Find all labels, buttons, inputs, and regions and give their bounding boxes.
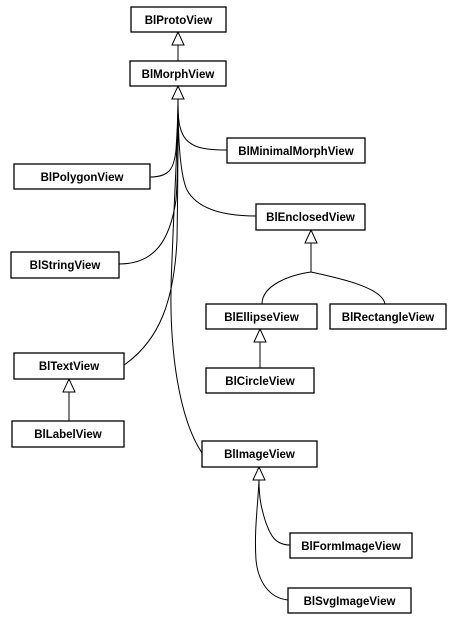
node-bl-circle-view[interactable]: BlCircleView [205,367,315,394]
node-label: BlMinimalMorphView [238,146,353,158]
edge-polygon-to-morph [149,97,179,178]
node-label: BlPolygonView [41,172,124,184]
edge-image-to-morph [170,97,203,454]
edge-svg-image-to-image [254,479,289,601]
node-label: BlCircleView [225,376,295,388]
node-bl-enclosed-view[interactable]: BlEnclosedView [255,203,366,231]
node-bl-ellipse-view[interactable]: BlEllipseView [205,303,318,330]
node-label: BlEllipseView [224,312,299,324]
node-bl-rectangle-view[interactable]: BlRectangleView [329,303,447,330]
node-label: BlImageView [224,449,295,461]
generalization-arrow-icon [171,84,185,100]
edge-minimal-morph-to-morph [177,97,228,151]
node-label: BlEnclosedView [266,212,355,224]
node-bl-minimal-morph-view[interactable]: BlMinimalMorphView [226,137,366,164]
node-label: BlRectangleView [342,312,435,324]
node-label: BlFormImageView [301,541,401,553]
node-bl-form-image-view[interactable]: BlFormImageView [289,532,413,559]
node-bl-label-view[interactable]: BlLabelView [11,420,125,448]
node-bl-string-view[interactable]: BlStringView [10,251,120,279]
node-label: BlSvgImageView [304,596,396,608]
arrowheads [62,30,318,481]
generalization-arrow-icon [62,377,76,393]
node-label: BlStringView [30,260,101,272]
generalization-arrow-icon [171,30,185,46]
node-label: BlProtoView [145,15,213,27]
node-bl-polygon-view[interactable]: BlPolygonView [13,163,151,190]
edge-form-image-to-image [258,479,291,546]
node-label: BlLabelView [34,429,102,441]
edges [68,45,386,601]
node-bl-svg-image-view[interactable]: BlSvgImageView [287,587,412,614]
node-bl-image-view[interactable]: BlImageView [201,440,318,468]
node-bl-proto-view[interactable]: BlProtoView [130,6,227,33]
generalization-arrow-icon [252,465,266,481]
edge-text-to-morph [123,97,179,366]
edge-rectangle-to-enclosed [310,271,386,305]
edge-enclosed-to-morph [177,97,257,217]
edge-ellipse-to-enclosed [261,243,312,305]
generalization-arrow-icon [253,327,267,343]
node-bl-text-view[interactable]: BlTextView [13,352,125,380]
node-label: BlTextView [39,361,99,373]
node-label: BlMorphView [142,69,215,81]
node-bl-morph-view[interactable]: BlMorphView [129,60,227,87]
generalization-arrow-icon [304,228,318,244]
